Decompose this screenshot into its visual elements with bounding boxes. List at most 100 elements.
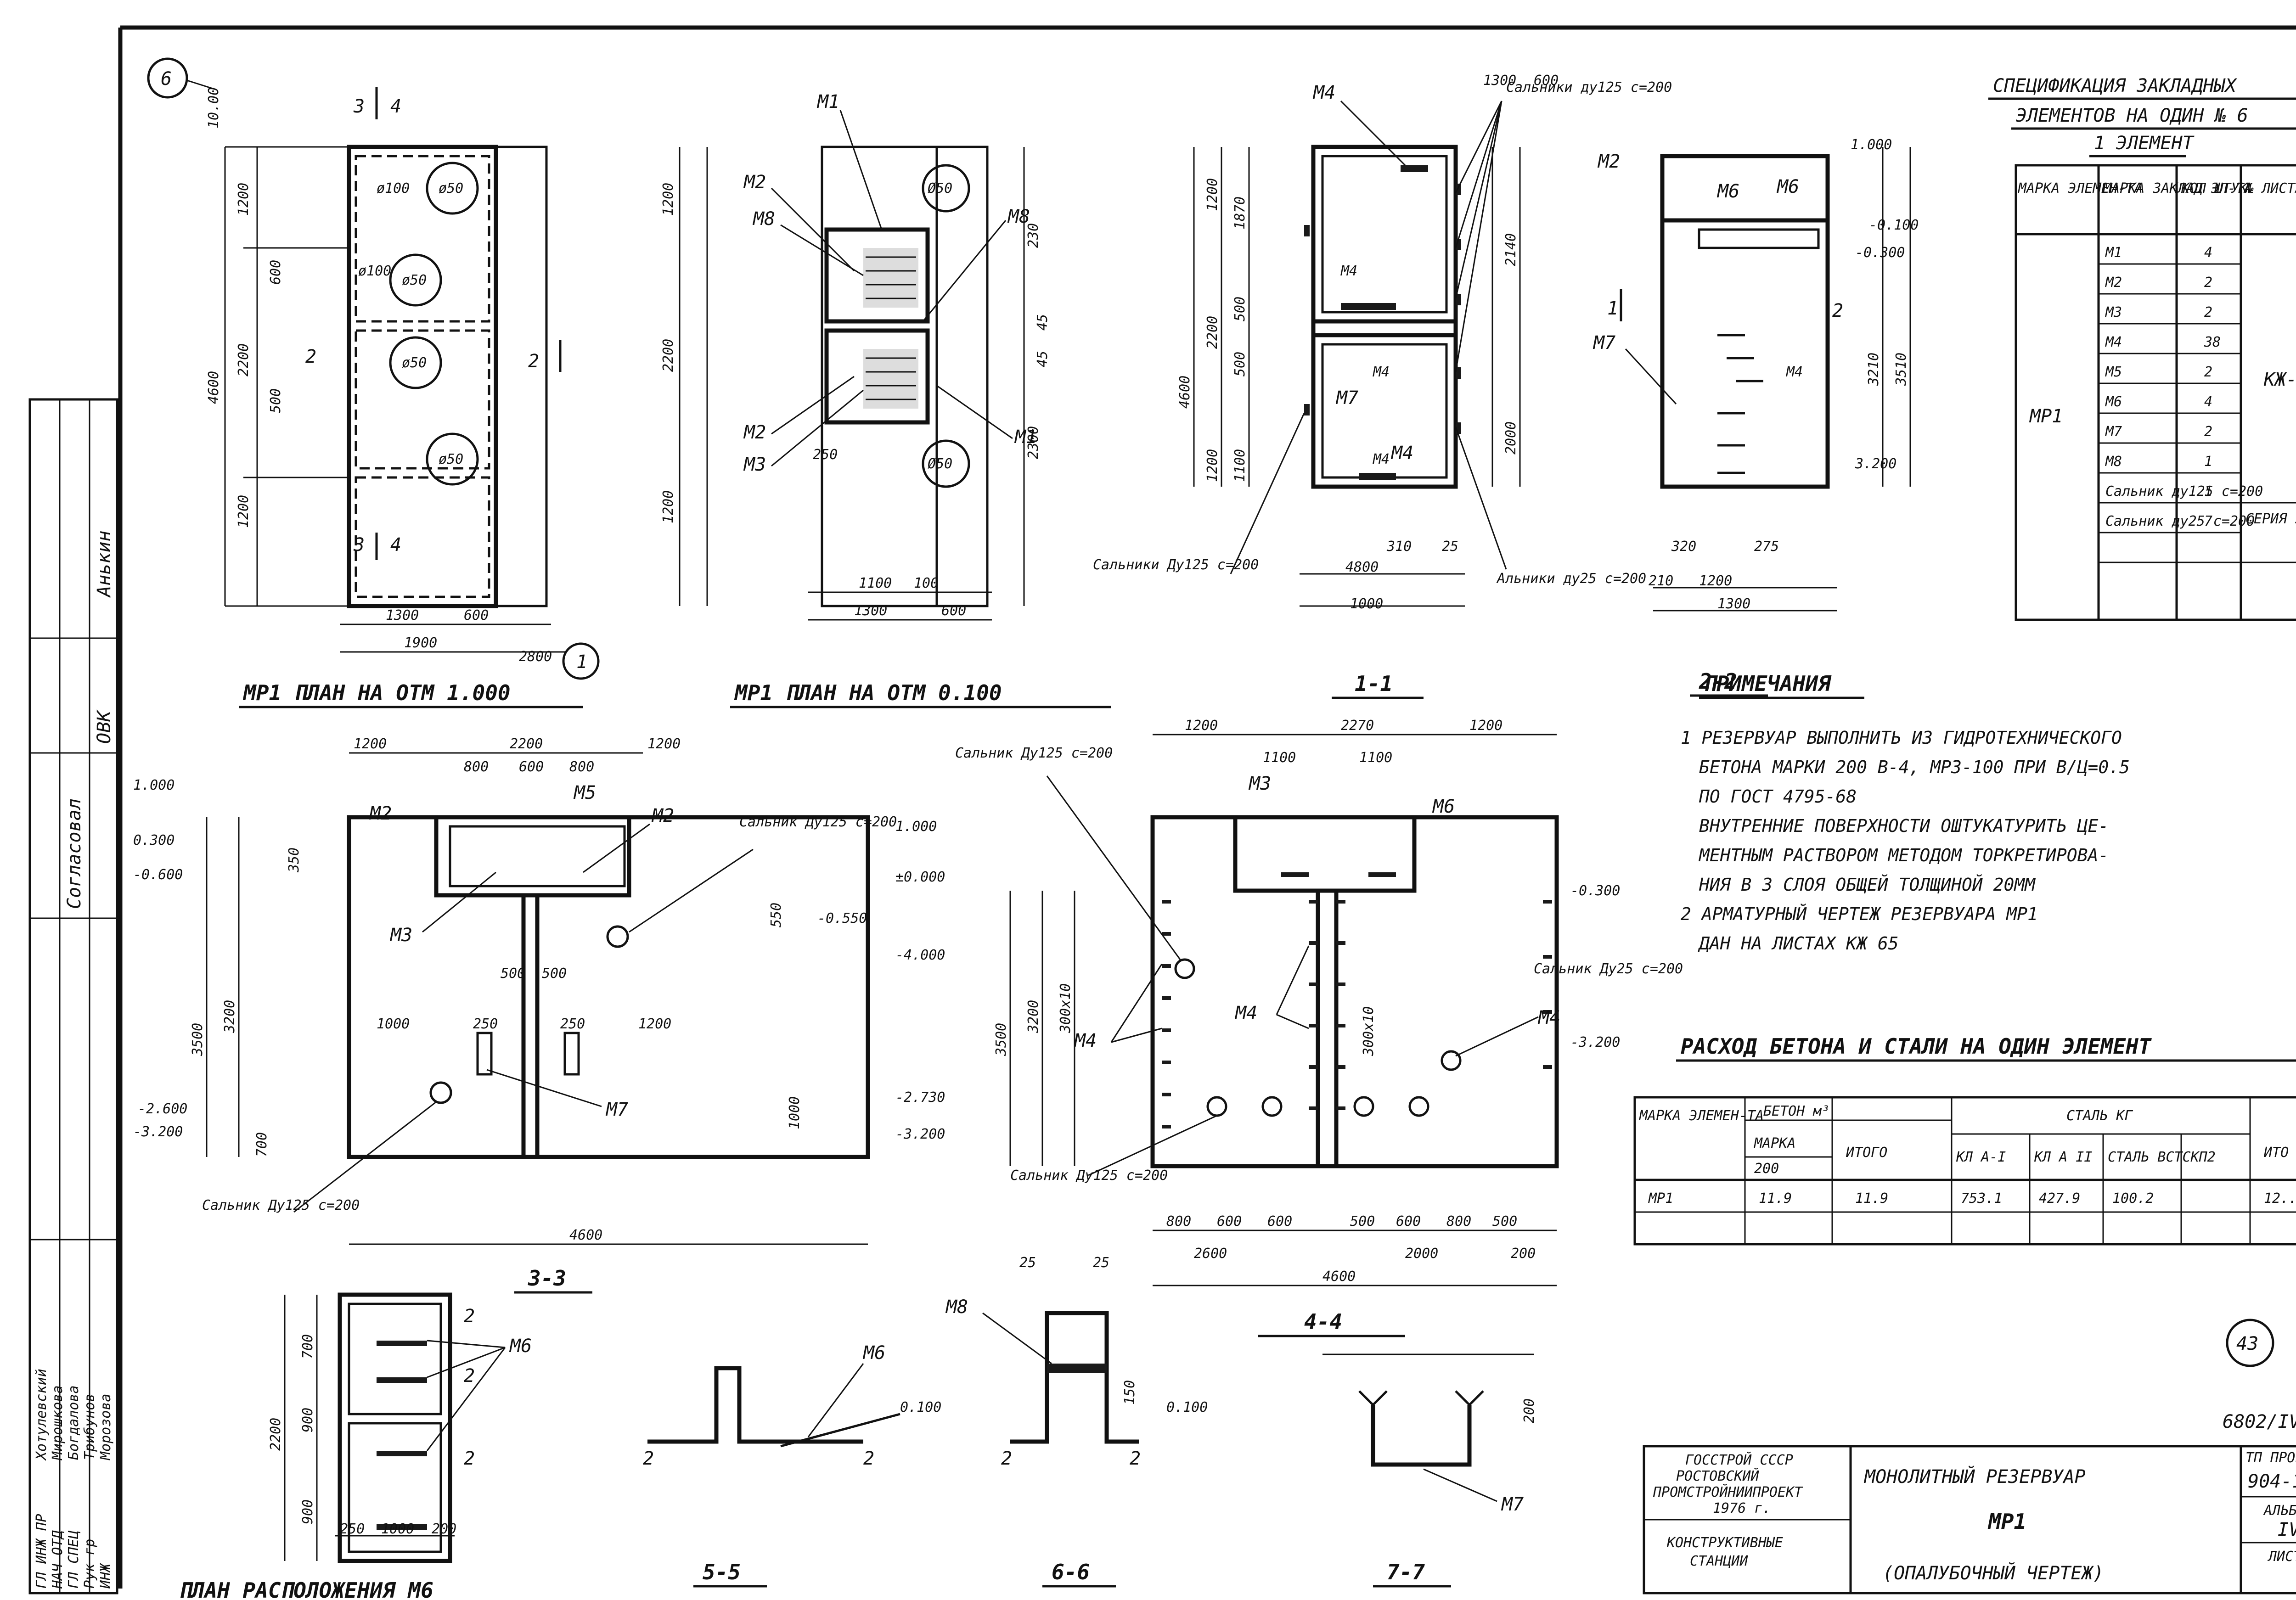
spec-row-mark: Сальник ду25 с=200 bbox=[2105, 513, 2255, 529]
svg-text:Ø50: Ø50 bbox=[928, 456, 952, 472]
note-line: 2 АРМАТУРНЫЙ ЧЕРТЕЖ РЕЗЕРВУАРА МР1 bbox=[1681, 904, 2038, 924]
svg-text:1300: 1300 bbox=[1483, 73, 1516, 89]
svg-text:25: 25 bbox=[1442, 539, 1458, 555]
svg-text:1200: 1200 bbox=[638, 1016, 671, 1032]
note-line: ПО ГОСТ 4795-68 bbox=[1699, 786, 1857, 807]
svg-text:2: 2 bbox=[528, 351, 539, 372]
svg-text:800: 800 bbox=[464, 759, 489, 775]
svg-text:230: 230 bbox=[1025, 223, 1041, 248]
svg-text:М7: М7 bbox=[605, 1099, 628, 1120]
svg-text:1100: 1100 bbox=[1263, 750, 1296, 766]
spec-row-qty: 2 bbox=[2204, 424, 2212, 440]
svg-text:150: 150 bbox=[1122, 1380, 1138, 1405]
svg-text:1000: 1000 bbox=[787, 1096, 803, 1129]
svg-text:250: 250 bbox=[473, 1016, 498, 1032]
svg-text:600: 600 bbox=[464, 607, 489, 623]
svg-text:СТАЛЬ ВСТСКП2: СТАЛЬ ВСТСКП2 bbox=[2108, 1149, 2216, 1165]
svg-text:М2: М2 bbox=[651, 805, 674, 826]
svg-text:-3.200: -3.200 bbox=[895, 1126, 945, 1142]
svg-text:600: 600 bbox=[1217, 1213, 1242, 1229]
svg-text:М8: М8 bbox=[1007, 206, 1030, 227]
svg-text:СПЕЦИФИКАЦИЯ ЗАКЛАДНЫХ: СПЕЦИФИКАЦИЯ ЗАКЛАДНЫХ bbox=[1993, 75, 2238, 96]
svg-text:ø50: ø50 bbox=[402, 355, 427, 371]
svg-text:СТАНЦИИ: СТАНЦИИ bbox=[1690, 1553, 1748, 1569]
svg-text:1300: 1300 bbox=[854, 603, 887, 619]
svg-text:1200: 1200 bbox=[1204, 178, 1221, 211]
svg-text:275: 275 bbox=[1754, 539, 1779, 555]
svg-text:2270: 2270 bbox=[1341, 718, 1374, 734]
svg-text:МР1: МР1 bbox=[1648, 1190, 1673, 1207]
m6-plan-title: ПЛАН РАСПОЛОЖЕНИЯ М6 bbox=[179, 1578, 433, 1600]
svg-text:4600: 4600 bbox=[1322, 1269, 1356, 1285]
svg-text:1870: 1870 bbox=[1232, 196, 1248, 230]
svg-text:4: 4 bbox=[390, 96, 401, 117]
svg-text:ø50: ø50 bbox=[439, 180, 463, 196]
notes-block: ПРИМЕЧАНИЯ 1 РЕЗЕРВУАР ВЫПОЛНИТЬ ИЗ ГИДР… bbox=[1681, 671, 2130, 954]
plan-1000-title: МР1 ПЛАН НА ОТМ 1.000 bbox=[242, 680, 511, 705]
svg-text:Сальник Ду25 с=200: Сальник Ду25 с=200 bbox=[1534, 961, 1683, 977]
section-4-4-title: 4-4 bbox=[1304, 1309, 1342, 1334]
stamp-person-4: Трибунов bbox=[82, 1394, 98, 1460]
svg-text:М3: М3 bbox=[743, 454, 766, 475]
svg-text:1200: 1200 bbox=[236, 183, 252, 216]
spec-row-qty: 2 bbox=[2204, 364, 2212, 380]
svg-text:КЖ-27: КЖ-27 bbox=[2263, 369, 2296, 390]
spec-table: СПЕЦИФИКАЦИЯ ЗАКЛАДНЫХ ЭЛЕМЕНТОВ НА ОДИН… bbox=[1988, 75, 2296, 621]
svg-text:-0.100: -0.100 bbox=[1869, 217, 1919, 233]
svg-text:1200: 1200 bbox=[660, 183, 676, 216]
svg-text:700: 700 bbox=[254, 1132, 270, 1157]
spec-row-mark: М4 bbox=[2105, 334, 2122, 350]
spec-row-mark: Сальник ду125 с=200 bbox=[2105, 483, 2263, 500]
svg-text:1200: 1200 bbox=[236, 495, 252, 528]
plan-0100-title: МР1 ПЛАН НА ОТМ 0.100 bbox=[734, 680, 1002, 705]
svg-text:1200: 1200 bbox=[660, 490, 676, 523]
section-1-1-view: М4 Сальники ду125 с=200 М4 М7 М4 М4 М4 С… bbox=[1093, 73, 1672, 699]
spec-row-qty: 2 bbox=[2204, 275, 2212, 291]
svg-text:1200: 1200 bbox=[1699, 573, 1732, 589]
svg-text:500: 500 bbox=[501, 966, 525, 982]
stamp-person-3: Богдалова bbox=[66, 1385, 82, 1460]
svg-text:Сальник Ду125 с=200: Сальник Ду125 с=200 bbox=[739, 814, 897, 830]
svg-text:2: 2 bbox=[643, 1448, 654, 1469]
svg-text:300x10: 300x10 bbox=[1361, 1006, 1377, 1056]
svg-text:МАРКА ЗАКЛАД ЭЛ-ТА: МАРКА ЗАКЛАД ЭЛ-ТА bbox=[2103, 180, 2252, 196]
svg-text:600: 600 bbox=[1534, 73, 1559, 89]
svg-text:М2: М2 bbox=[743, 172, 766, 193]
svg-text:5-5: 5-5 bbox=[703, 1560, 741, 1584]
svg-text:М4: М4 bbox=[1312, 82, 1335, 103]
svg-text:М8: М8 bbox=[945, 1297, 968, 1318]
svg-text:РАСХОД БЕТОНА И СТАЛИ НА ОДИН: РАСХОД БЕТОНА И СТАЛИ НА ОДИН ЭЛЕМЕНТ bbox=[1681, 1034, 2152, 1059]
svg-text:3: 3 bbox=[353, 534, 365, 556]
svg-text:210: 210 bbox=[1649, 573, 1673, 589]
svg-text:М6: М6 bbox=[509, 1336, 532, 1357]
svg-text:1200: 1200 bbox=[1185, 718, 1218, 734]
svg-text:43: 43 bbox=[2236, 1333, 2258, 1354]
svg-text:-2.600: -2.600 bbox=[138, 1101, 187, 1117]
svg-text:45: 45 bbox=[1035, 351, 1051, 367]
section-2-2-title: 2-2 bbox=[1699, 669, 1737, 694]
svg-text:М4: М4 bbox=[1234, 1003, 1257, 1024]
stamp-role-2: НАЧ ОТД bbox=[50, 1530, 66, 1589]
svg-text:2: 2 bbox=[1130, 1448, 1141, 1469]
spec-row-mark: М7 bbox=[2105, 424, 2122, 440]
svg-text:МОНОЛИТНЫЙ РЕЗЕРВУАР: МОНОЛИТНЫЙ РЕЗЕРВУАР bbox=[1863, 1465, 2086, 1488]
svg-text:ЛИСТ: ЛИСТ bbox=[2267, 1549, 2296, 1565]
svg-text:2300: 2300 bbox=[1025, 426, 1041, 459]
section-1-1-title: 1-1 bbox=[1355, 671, 1393, 696]
svg-text:2: 2 bbox=[1001, 1448, 1012, 1469]
svg-text:М8: М8 bbox=[752, 208, 775, 230]
section-6-6-view: М8 0.100 2 2 25 150 25 6-6 bbox=[945, 1255, 1208, 1588]
spec-row-qty: 2 bbox=[2204, 304, 2212, 320]
drawing-code: 6802/IV bbox=[2223, 1411, 2296, 1432]
section-2-2-view: М2 М6 М6 М7 М4 1 2 1.000 -0.100 -0.300 3… bbox=[1593, 137, 1919, 697]
svg-text:-2.730: -2.730 bbox=[895, 1089, 945, 1106]
svg-text:IV: IV bbox=[2278, 1519, 2296, 1540]
svg-text:3510: 3510 bbox=[1893, 353, 1909, 386]
svg-text:1.000: 1.000 bbox=[133, 777, 174, 793]
spec-row-mark: М2 bbox=[2105, 275, 2122, 291]
svg-text:Сальники ду125 с=200: Сальники ду125 с=200 bbox=[1506, 79, 1672, 95]
svg-text:11.9: 11.9 bbox=[1759, 1190, 1792, 1207]
svg-text:Ø50: Ø50 bbox=[928, 180, 952, 196]
svg-text:4600: 4600 bbox=[206, 371, 222, 404]
